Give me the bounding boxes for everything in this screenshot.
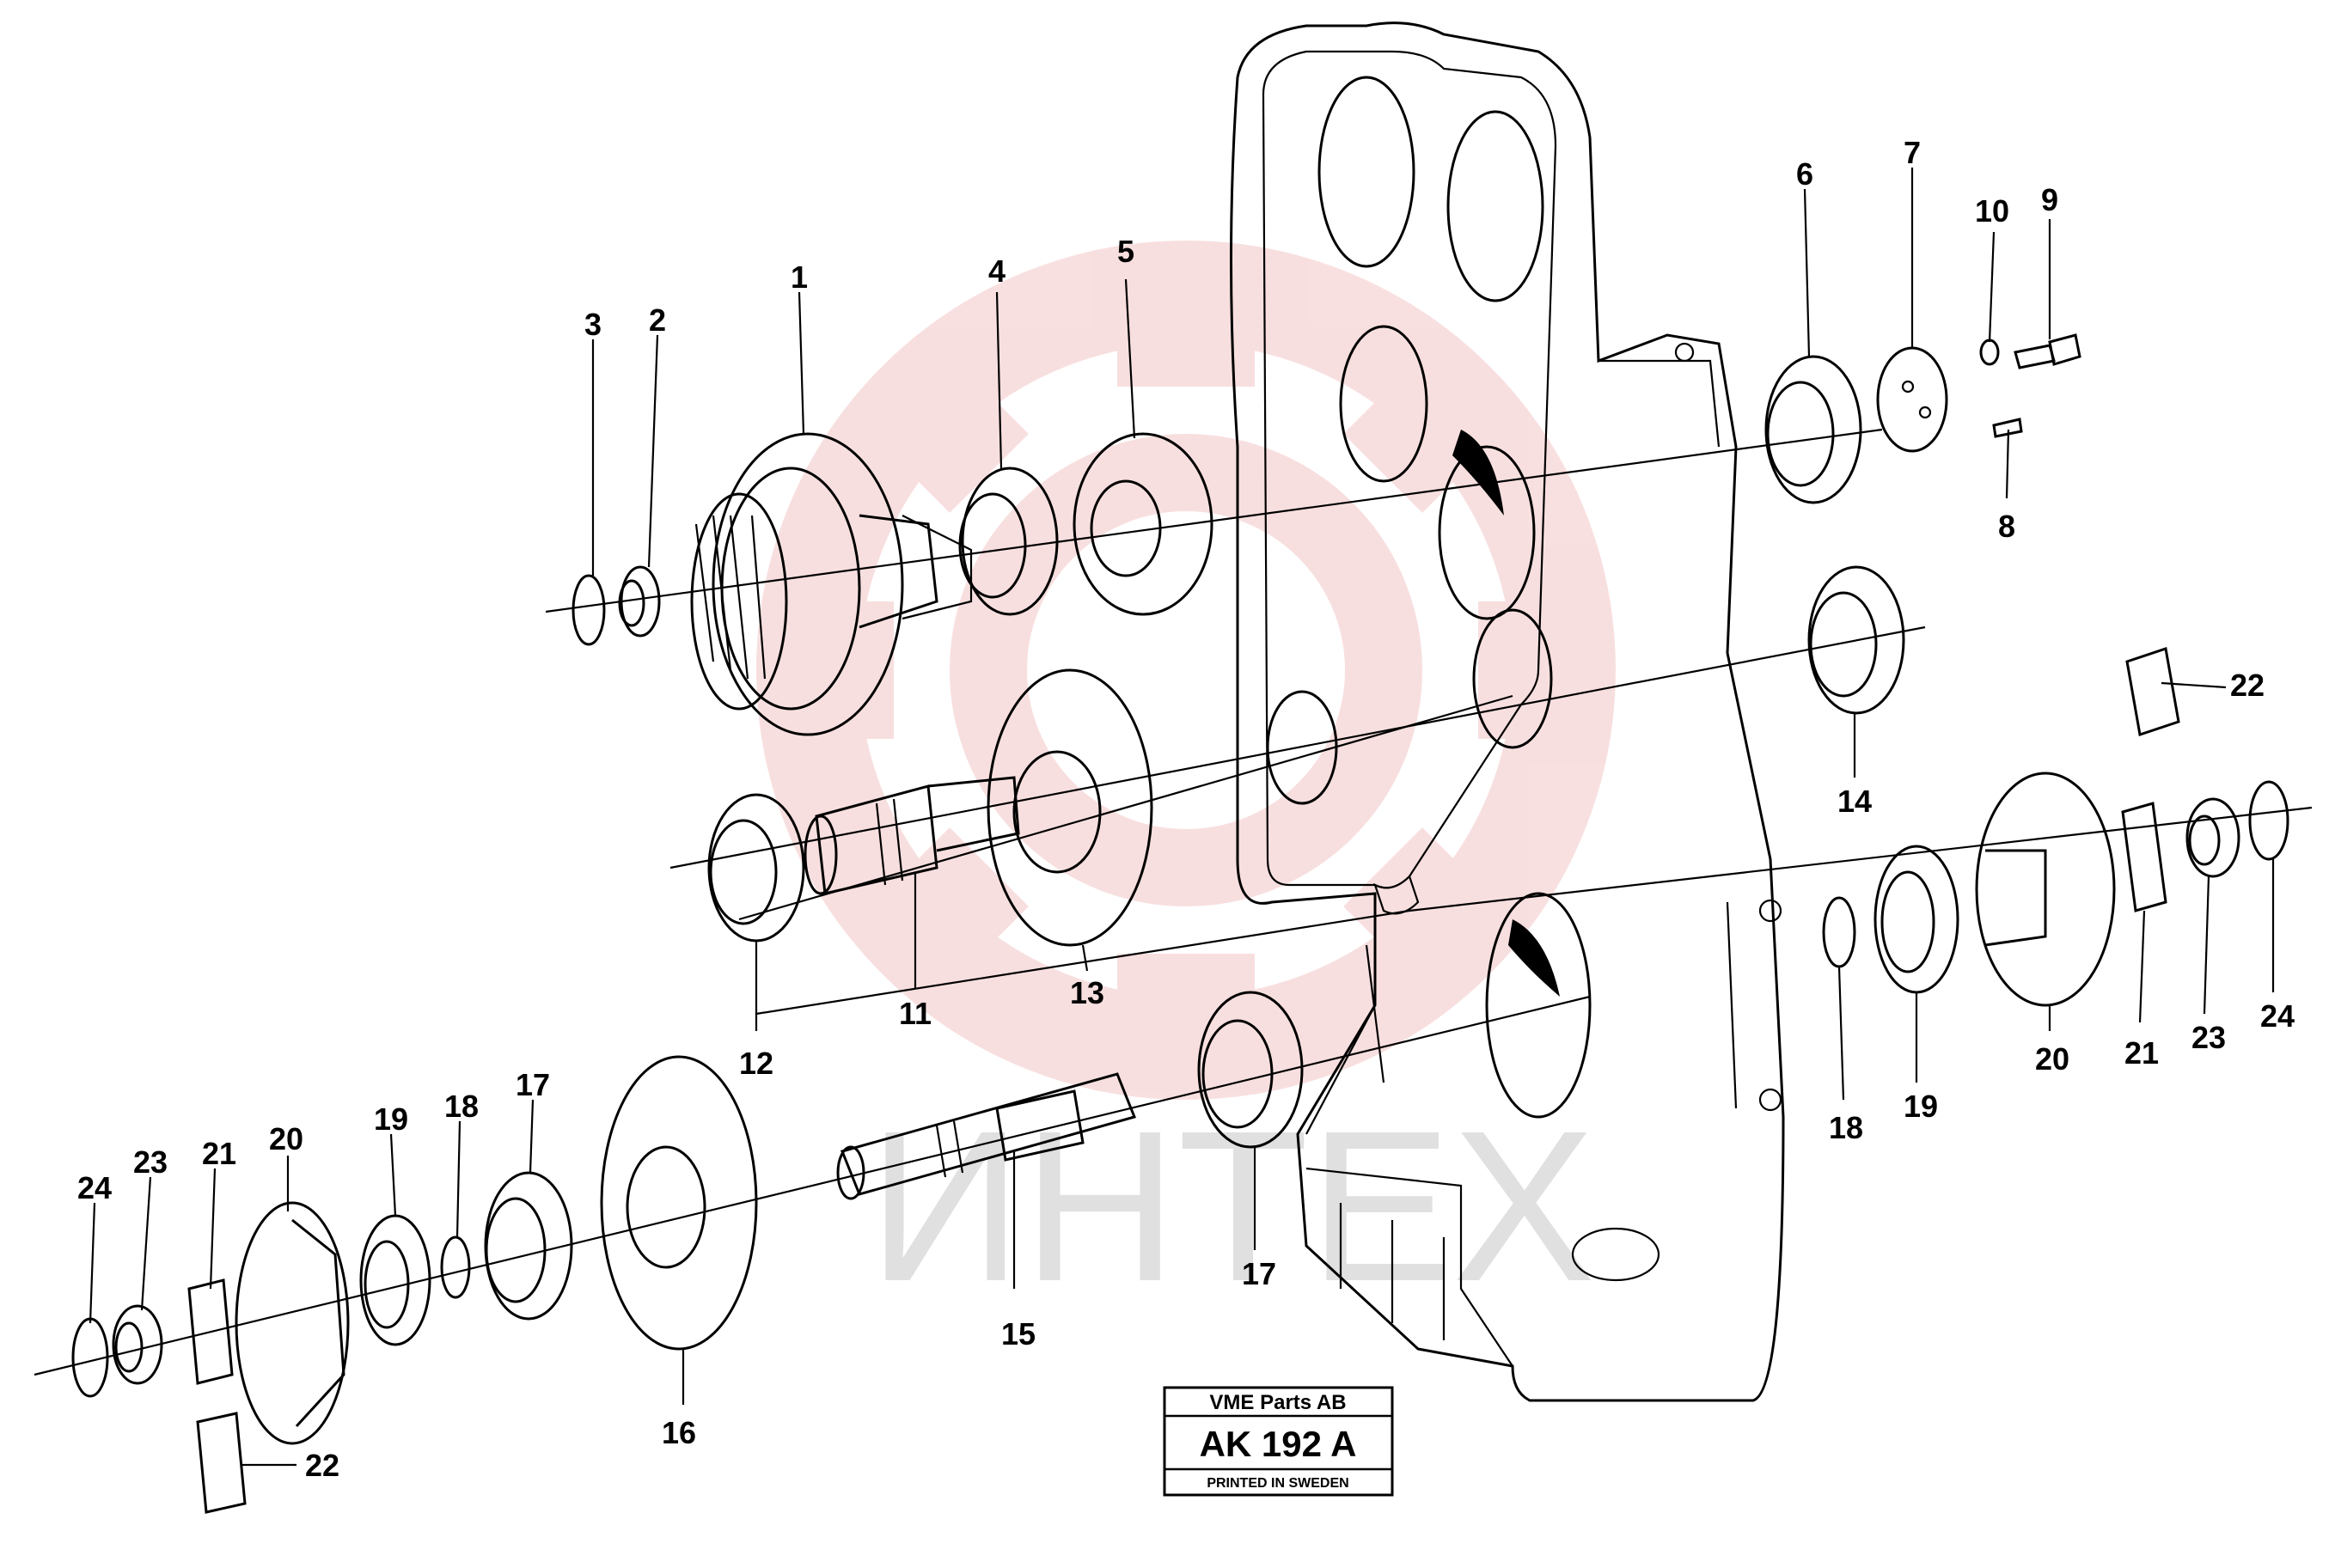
callout-23-right: 23	[2191, 1020, 2226, 1055]
callout-2: 2	[649, 302, 666, 338]
callout-7: 7	[1904, 135, 1921, 170]
part-4-bearing	[958, 467, 1059, 616]
callout-17-right: 17	[1242, 1256, 1276, 1291]
part-17-bearing-right	[1197, 991, 1304, 1149]
part-8-screw	[1992, 418, 2023, 438]
callout-3: 3	[584, 307, 602, 342]
callout-18-left: 18	[444, 1089, 479, 1124]
part-18-oring-right	[1822, 896, 1856, 968]
part-21-lockplate-right	[2121, 802, 2167, 912]
callout-9: 9	[2041, 182, 2058, 217]
part-16-gear	[600, 1055, 758, 1351]
part-14-bearing	[1807, 565, 1905, 715]
callout-13: 13	[1070, 975, 1104, 1010]
callout-24-left: 24	[77, 1170, 112, 1205]
callout-23-left: 23	[133, 1144, 168, 1180]
callout-5: 5	[1117, 234, 1134, 269]
title-block-footer: PRINTED IN SWEDEN	[1207, 1476, 1348, 1491]
callout-10: 10	[1975, 193, 2009, 229]
callout-14: 14	[1837, 784, 1872, 819]
part-15-shaft	[836, 1072, 1137, 1200]
callout-4: 4	[988, 253, 1006, 289]
part-20-flange-right	[1975, 772, 2116, 1007]
callout-18-right: 18	[1829, 1110, 1863, 1145]
callout-19-left: 19	[374, 1101, 408, 1137]
part-19-seal-right	[1874, 845, 1959, 994]
part-12-bearing	[707, 793, 805, 943]
callout-19-right: 19	[1904, 1089, 1938, 1124]
part-18-oring-left	[440, 1235, 471, 1299]
part-2-bushing	[618, 565, 661, 638]
callout-15: 15	[1001, 1316, 1036, 1351]
part-13-gear	[987, 668, 1153, 947]
callout-21-left: 21	[202, 1136, 236, 1171]
title-block-company: VME Parts AB	[1209, 1391, 1346, 1414]
part-1-gear	[690, 432, 973, 736]
part-6-bearing	[1764, 355, 1862, 504]
part-17-bearing-left	[484, 1171, 573, 1321]
callout-1: 1	[791, 259, 808, 295]
watermark-text: ИНТЕХ	[868, 1086, 1595, 1326]
callout-numbers: 3 2 1 4 5 6 7 10 9 8 22 14 12 11 13 18 1…	[77, 135, 2295, 1483]
part-22-lockplate-bottom	[196, 1412, 247, 1514]
part-11-shaft	[804, 776, 1020, 895]
part-7-flange	[1876, 346, 1948, 453]
callout-8: 8	[1998, 509, 2015, 544]
part-10-washer	[1979, 339, 2000, 366]
part-9-bolt	[2014, 333, 2081, 369]
part-23-nut-right	[2185, 797, 2240, 878]
title-block: VME Parts AB AK 192 A PRINTED IN SWEDEN	[1163, 1386, 1394, 1497]
callout-21-right: 21	[2124, 1035, 2159, 1071]
part-5-gear	[1073, 432, 1213, 616]
leader-lines	[89, 168, 2275, 1467]
callout-11: 11	[899, 996, 932, 1031]
part-22-lockplate-top	[2125, 647, 2180, 736]
callout-16: 16	[662, 1415, 696, 1450]
callout-24-right: 24	[2260, 998, 2295, 1034]
callout-20-left: 20	[269, 1121, 303, 1156]
callout-17-left: 17	[516, 1067, 550, 1102]
part-20-flange-left	[235, 1201, 350, 1445]
callout-22-top: 22	[2230, 668, 2265, 703]
watermark-logo	[756, 241, 1616, 1100]
axis-lines	[34, 428, 2313, 1376]
part-23-nut-left	[112, 1304, 163, 1385]
callout-6: 6	[1796, 156, 1813, 192]
part-21-lockplate-left	[187, 1278, 234, 1385]
part-24-circlip-right	[2248, 780, 2289, 861]
callout-22-bottom: 22	[305, 1448, 339, 1483]
part-3-circlip	[572, 574, 606, 646]
callout-12: 12	[739, 1046, 773, 1081]
title-block-code: AK 192 A	[1200, 1424, 1357, 1464]
callout-20-right: 20	[2035, 1041, 2069, 1077]
